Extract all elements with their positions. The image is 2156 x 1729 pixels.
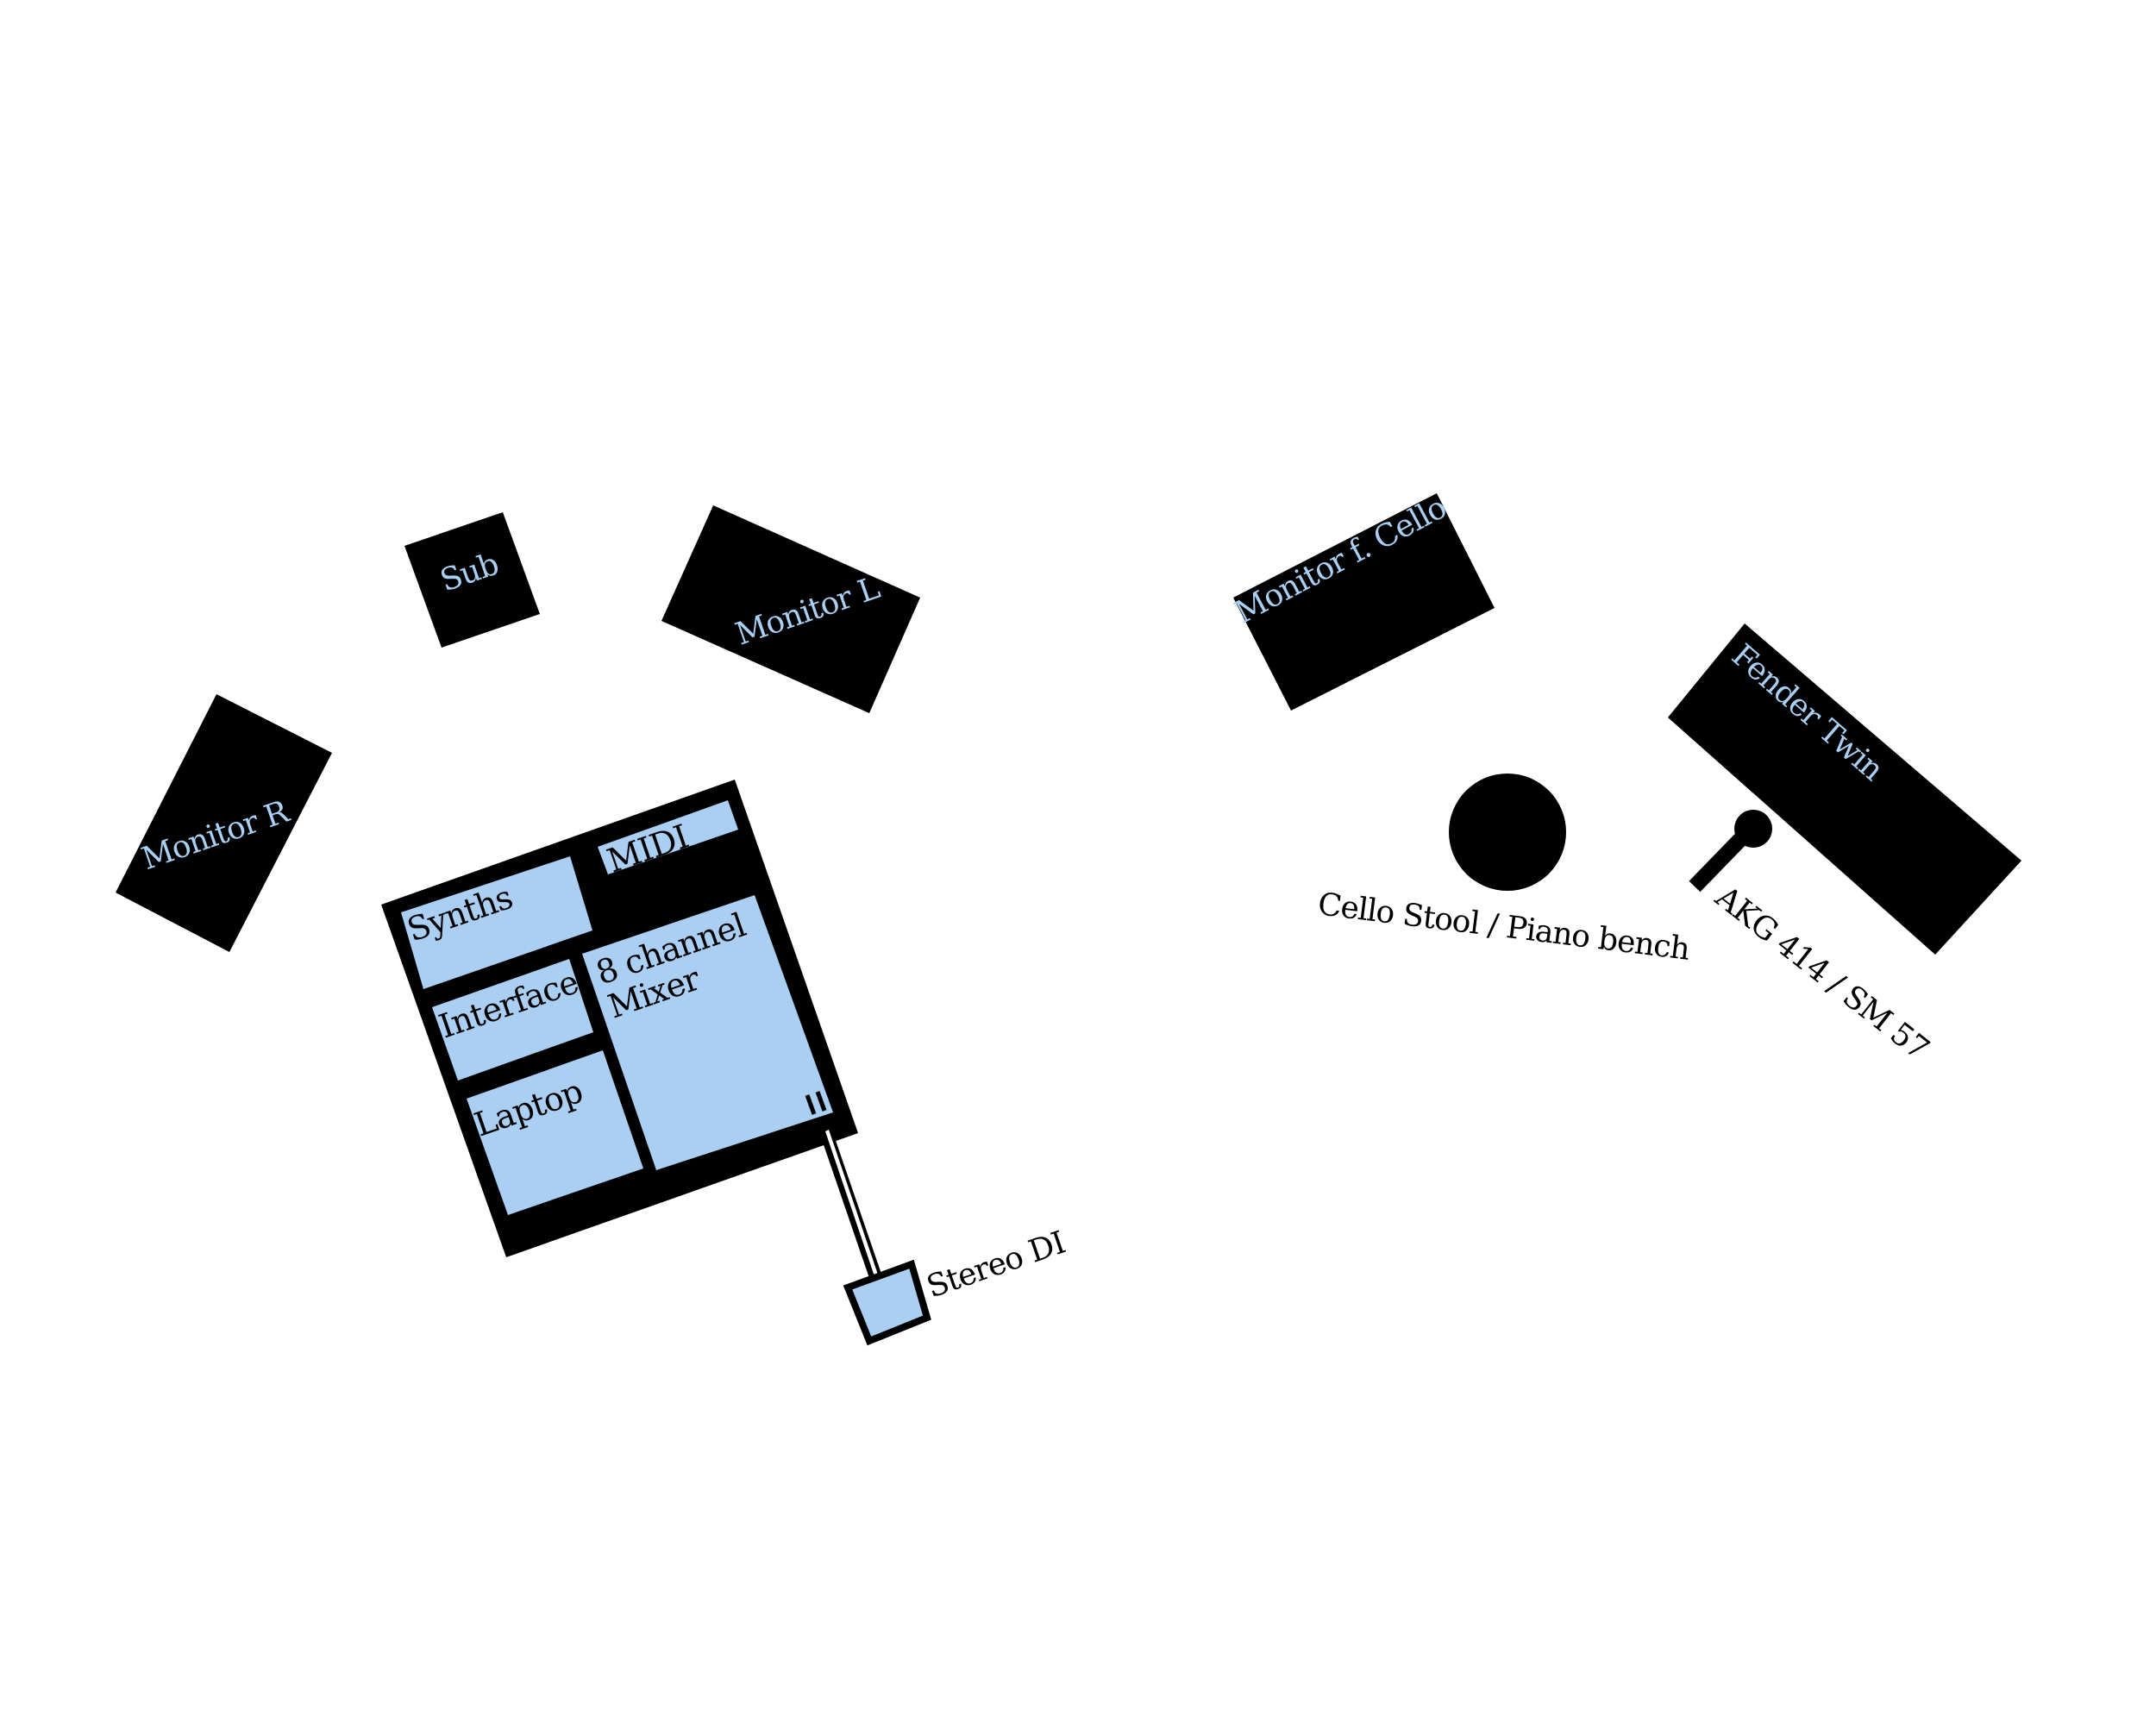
mixer-output-jack-right xyxy=(815,1091,827,1112)
microphone xyxy=(1689,810,1772,893)
mixer-panel xyxy=(582,895,833,1170)
synths-panel xyxy=(401,856,592,989)
cello-stool xyxy=(1449,774,1566,891)
sub-speaker: Sub xyxy=(404,512,540,648)
stereo-di-cable xyxy=(818,1125,882,1281)
desk-rig: MIDI Synths Interface Laptop 8 channel M… xyxy=(381,780,858,1257)
midi-panel xyxy=(598,800,738,874)
monitor-l-speaker: Monitor L xyxy=(661,505,920,713)
stereo-di-box xyxy=(843,1259,931,1346)
mixer-output-jack-left xyxy=(805,1094,817,1115)
monitor-r-speaker: Monitor R xyxy=(116,694,332,952)
microphone-icon xyxy=(1734,810,1772,848)
laptop-panel xyxy=(467,1050,643,1215)
interface-panel xyxy=(432,959,593,1081)
